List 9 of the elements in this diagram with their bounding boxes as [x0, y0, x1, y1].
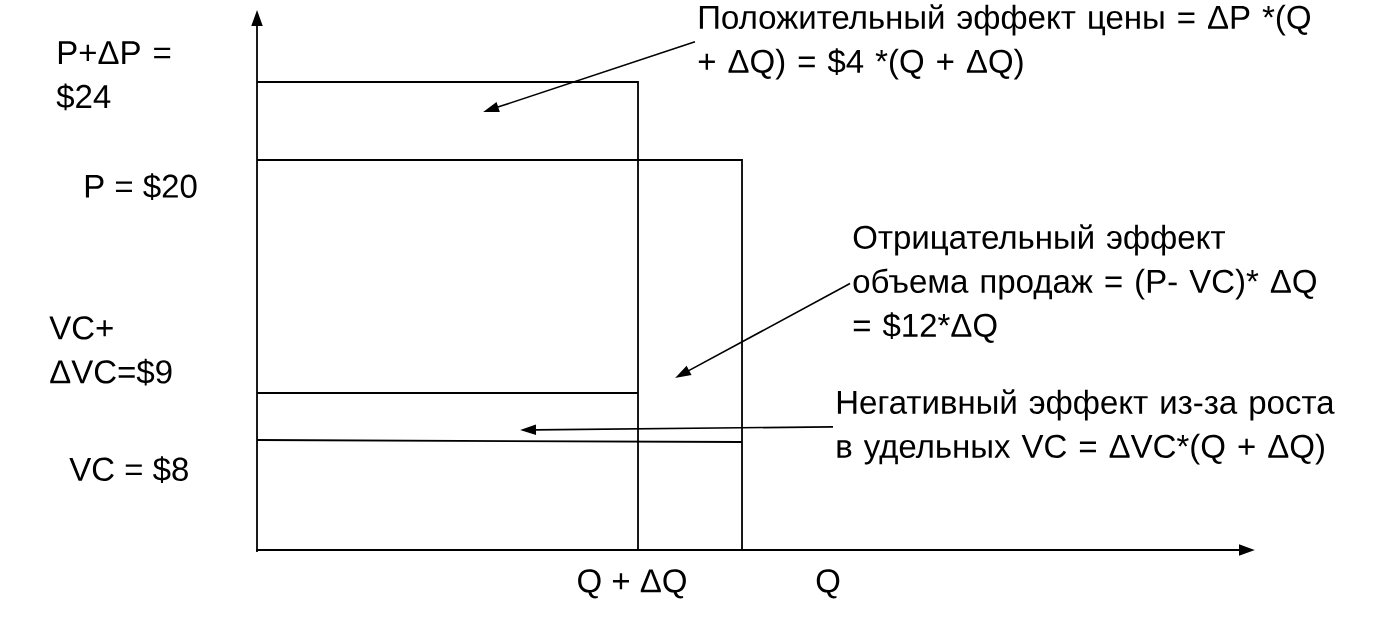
annotation-text: Негативный эффект из-за роста в удельных VC = ΔVC*(Q + ΔQ) — [837, 389, 1335, 465]
axis-label: P = $20 — [85, 173, 197, 200]
axis-label: Q + ΔQ — [578, 569, 686, 599]
axis-label: VC = $8 — [69, 456, 188, 483]
annotation-text: Положительный эффект цены = ΔP *(Q + ΔQ) = $4 *(Q + ΔQ) — [698, 4, 1310, 80]
annotation-text: Отрицательный эффект объема продаж = (P- VC)* ΔQ = $12*ΔQ — [853, 224, 1316, 343]
axis-label: P+ΔP = $24 — [56, 41, 171, 111]
axis-label: VC+ ΔVC=$9 — [49, 316, 172, 386]
axis-label: Q — [816, 569, 840, 599]
